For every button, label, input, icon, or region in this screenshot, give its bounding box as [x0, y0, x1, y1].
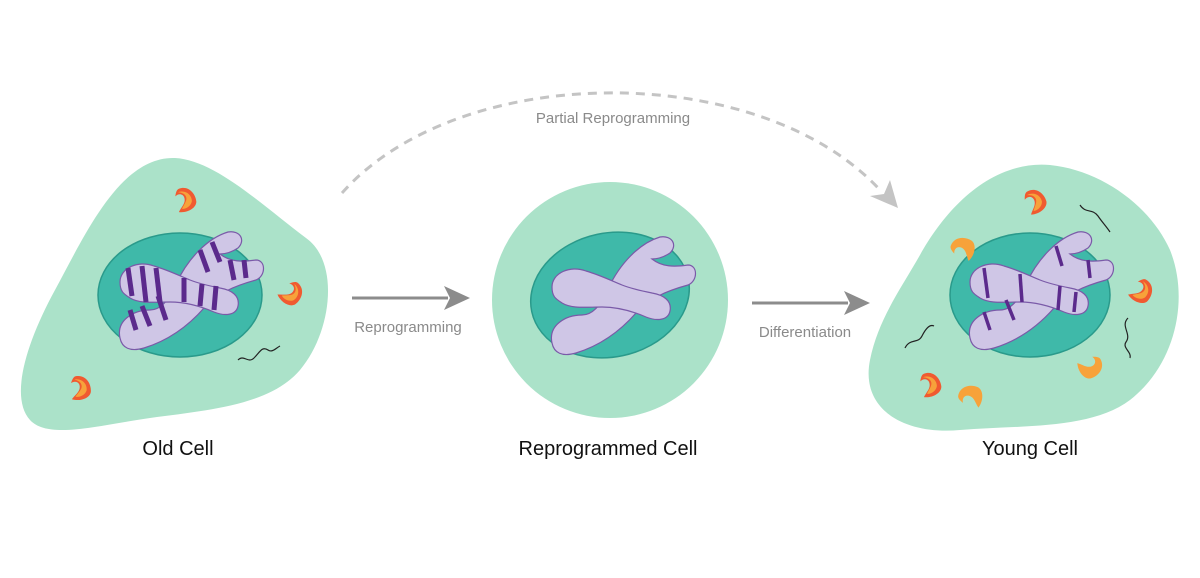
reprogramming-arrow — [352, 286, 470, 310]
reprogrammed-cell — [492, 182, 728, 418]
rna-strand — [1079, 204, 1111, 233]
rna-strand — [1124, 317, 1131, 359]
mitochondrion — [1128, 279, 1153, 303]
reprogrammed-cell-chromosome — [550, 236, 697, 356]
old-cell — [20, 157, 329, 431]
reprogramming-label: Reprogramming — [354, 319, 462, 336]
mitochondrion — [950, 237, 975, 261]
young-cell-chromosome — [968, 231, 1115, 351]
mitochondrion — [1077, 356, 1103, 379]
differentiation-arrow — [752, 291, 870, 315]
rna-strand — [904, 324, 935, 349]
young-cell — [868, 164, 1179, 431]
reprogrammed-cell-label: Reprogrammed Cell — [519, 438, 698, 460]
rna-strand — [237, 345, 281, 361]
mitochondrion — [920, 372, 942, 398]
mitochondrion — [277, 282, 303, 306]
partial-reprogramming-arrow — [340, 91, 898, 208]
arrowhead-icon — [870, 180, 898, 208]
arrowhead-icon — [844, 291, 870, 315]
arrowhead-icon — [444, 286, 470, 310]
mitochondrion — [71, 376, 91, 401]
young-cell-label: Young Cell — [982, 438, 1078, 460]
differentiation-label: Differentiation — [759, 324, 851, 341]
old-cell-label: Old Cell — [142, 438, 213, 460]
old-cell-chromosome — [118, 231, 265, 351]
mitochondrion — [958, 385, 983, 408]
mitochondrion — [175, 187, 197, 213]
partial-reprogramming-label: Partial Reprogramming — [536, 110, 690, 127]
mitochondrion — [1024, 189, 1047, 215]
